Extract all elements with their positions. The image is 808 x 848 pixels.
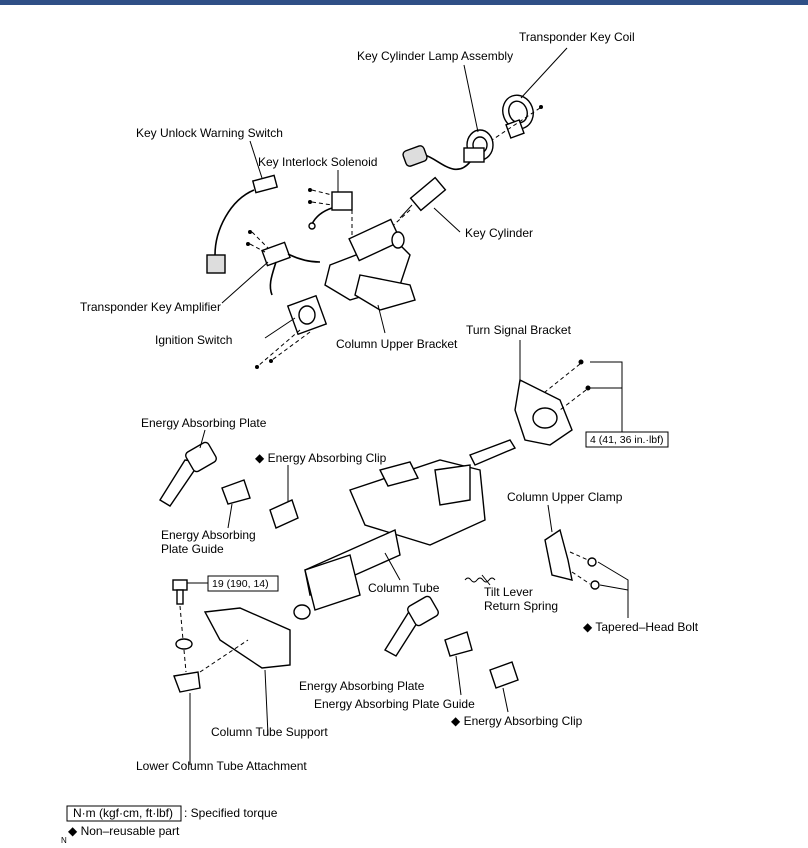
label-transponder-key-amplifier: Transponder Key Amplifier — [80, 300, 221, 314]
label-tapered-head-bolt: ◆ Tapered–Head Bolt — [583, 620, 699, 634]
label-energy-absorbing-plate-guide-bottom: Energy Absorbing Plate Guide — [314, 697, 475, 711]
column-upper-bracket-part — [324, 218, 416, 311]
energy-absorbing-plate-guide-bottom-part — [444, 631, 473, 657]
energy-absorbing-clip-bottom-part — [489, 661, 519, 689]
label-lower-column-tube-attachment: Lower Column Tube Attachment — [136, 759, 307, 773]
energy-absorbing-clip-top-part — [269, 499, 299, 529]
label-energy-absorbing-plate-guide-top-2: Plate Guide — [161, 542, 224, 556]
legend-torque-units: N·m (kgf·cm, ft·lbf) — [73, 806, 173, 820]
energy-absorbing-plate-guide-top-part — [221, 479, 251, 505]
legend-torque-box — [66, 805, 182, 822]
label-energy-absorbing-plate-guide-top-1: Energy Absorbing — [161, 528, 256, 542]
label-column-tube-support: Column Tube Support — [211, 725, 328, 739]
turn-signal-bracket-part — [514, 359, 591, 446]
tilt-lever-return-spring-part — [464, 577, 496, 583]
column-tube-part — [293, 439, 517, 620]
column-tube-bolt-part — [172, 579, 201, 693]
label-key-unlock-warning-switch: Key Unlock Warning Switch — [136, 126, 283, 140]
label-energy-absorbing-plate-top: Energy Absorbing Plate — [141, 416, 267, 430]
corner-mark: N — [61, 836, 67, 845]
label-tilt-lever-2: Return Spring — [484, 599, 558, 613]
key-unlock-warning-switch-part — [206, 174, 279, 274]
transponder-key-coil-part — [502, 94, 543, 139]
label-ignition-switch: Ignition Switch — [155, 333, 232, 347]
torque-box-turn-signal — [585, 431, 669, 448]
legend-torque-text: : Specified torque — [184, 806, 278, 820]
transponder-key-amplifier-part — [246, 230, 321, 296]
label-column-tube: Column Tube — [368, 581, 440, 595]
label-transponder-key-coil: Transponder Key Coil — [519, 30, 635, 44]
energy-absorbing-plate-bottom-part — [384, 595, 439, 657]
energy-absorbing-plate-top-part — [159, 441, 217, 507]
label-column-upper-clamp: Column Upper Clamp — [507, 490, 623, 504]
torque-turn-signal-bracket: 4 (41, 36 in.·lbf) — [590, 434, 664, 446]
key-interlock-solenoid-part — [308, 188, 353, 230]
torque-column-tube-bolt: 19 (190, 14) — [212, 578, 269, 590]
label-energy-absorbing-clip-top: ◆ Energy Absorbing Clip — [255, 451, 387, 465]
label-column-upper-bracket: Column Upper Bracket — [336, 337, 458, 351]
legend-nonreusable-text: ◆ Non–reusable part — [68, 824, 180, 838]
ignition-switch-part — [255, 294, 328, 369]
label-key-interlock-solenoid: Key Interlock Solenoid — [258, 155, 377, 169]
torque-box-column-tube — [207, 575, 279, 592]
label-key-cylinder-lamp-assembly: Key Cylinder Lamp Assembly — [357, 49, 513, 63]
label-turn-signal-bracket: Turn Signal Bracket — [466, 323, 572, 337]
column-upper-clamp-part — [544, 528, 600, 590]
label-energy-absorbing-plate-bottom: Energy Absorbing Plate — [299, 679, 425, 693]
key-cylinder-lamp-assembly-part — [402, 129, 494, 171]
column-tube-support-part — [203, 607, 291, 669]
label-key-cylinder: Key Cylinder — [465, 226, 533, 240]
label-tilt-lever-1: Tilt Lever — [484, 585, 533, 599]
label-energy-absorbing-clip-bottom: ◆ Energy Absorbing Clip — [451, 714, 583, 728]
window-top-bar — [0, 0, 808, 5]
key-cylinder-part — [399, 176, 447, 219]
